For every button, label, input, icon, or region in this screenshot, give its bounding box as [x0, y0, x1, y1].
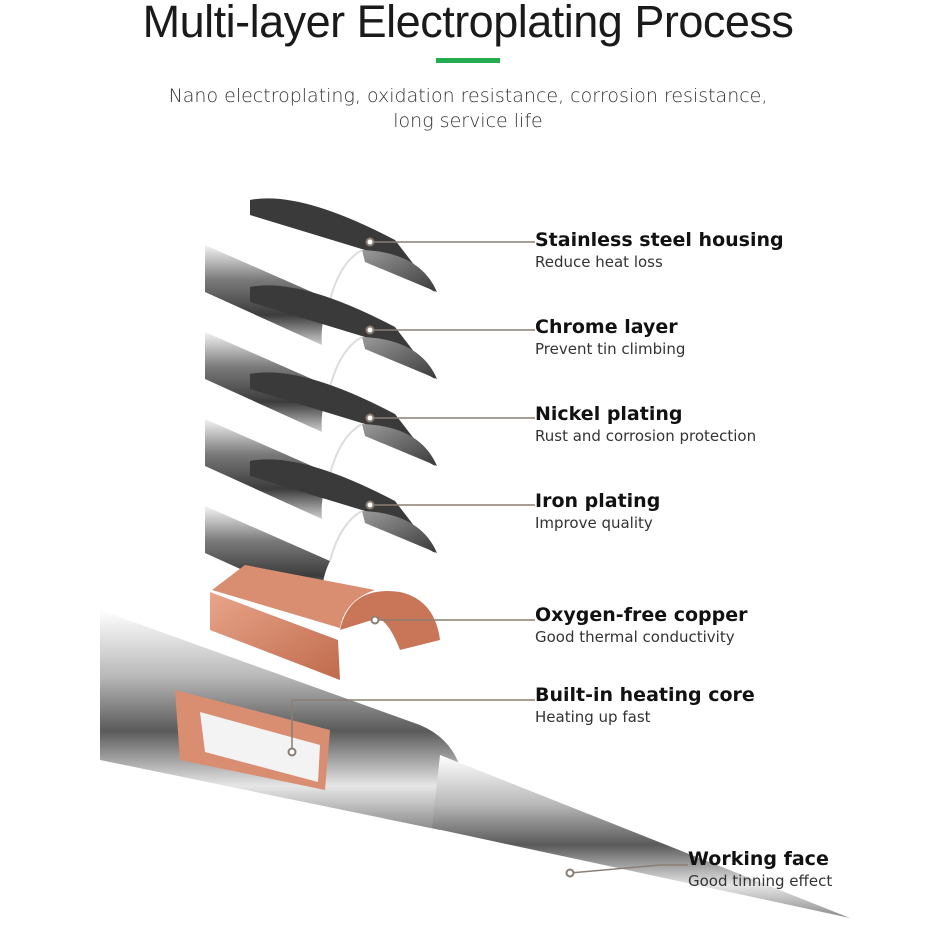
label-working-face: Working face Good tinning effect: [688, 847, 832, 891]
label-iron-plating: Iron plating Improve quality: [535, 489, 660, 533]
label-chrome-layer: Chrome layer Prevent tin climbing: [535, 315, 685, 359]
label-desc: Good thermal conductivity: [535, 628, 735, 646]
subtitle-line-1: Nano electroplating, oxidation resistanc…: [168, 85, 768, 107]
label-title: Built-in heating core: [535, 684, 755, 706]
label-built-in-heating-core: Built-in heating core Heating up fast: [535, 683, 755, 727]
label-oxygen-free-copper: Oxygen-free copper Good thermal conducti…: [535, 603, 748, 647]
label-desc: Rust and corrosion protection: [535, 427, 757, 445]
callout-lines: [291, 241, 688, 874]
label-title: Stainless steel housing: [535, 229, 784, 251]
label-title: Chrome layer: [535, 316, 678, 338]
label-nickel-plating: Nickel plating Rust and corrosion protec…: [535, 402, 756, 446]
subtitle-line-2: long service life: [393, 110, 543, 132]
label-title: Nickel plating: [535, 403, 683, 425]
label-desc: Improve quality: [535, 514, 653, 532]
callout-dots: [287, 237, 575, 878]
label-title: Iron plating: [535, 490, 661, 512]
label-desc: Heating up fast: [535, 708, 651, 726]
label-desc: Prevent tin climbing: [535, 340, 686, 358]
accent-bar: [436, 58, 500, 63]
page-title: Multi-layer Electroplating Process: [142, 0, 794, 47]
label-desc: Good tinning effect: [688, 872, 833, 890]
iron-body-shape: [100, 610, 850, 918]
label-desc: Reduce heat loss: [535, 253, 663, 271]
label-title: Working face: [688, 848, 829, 870]
label-title: Oxygen-free copper: [535, 604, 748, 626]
label-stainless-steel-housing: Stainless steel housing Reduce heat loss: [535, 228, 784, 272]
subtitle: Nano electroplating, oxidation resistanc…: [0, 84, 936, 134]
